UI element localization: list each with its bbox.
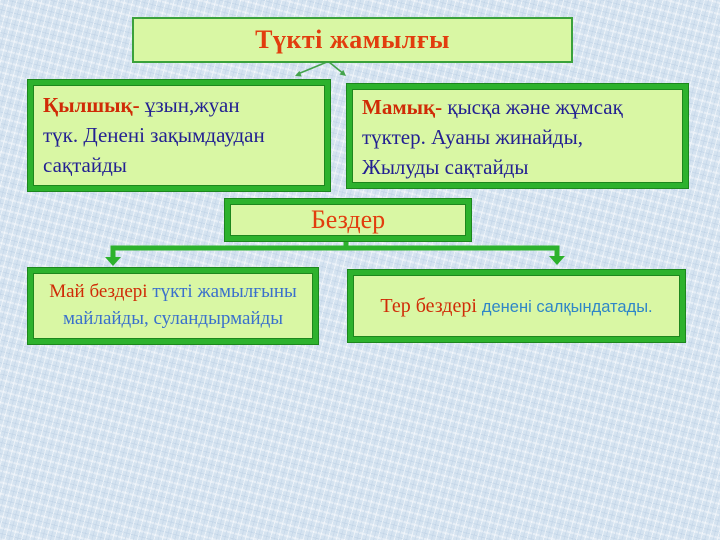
title-split-line-left [298, 61, 328, 75]
glands-connector-elbow [110, 245, 560, 258]
hair-box-mamyq: Мамық- қысқа және жұмсақ түктер. Ауаны ж… [347, 84, 688, 188]
glands-header-box: Бездер [225, 199, 471, 241]
gland-box-may: Май бездері түкті жамылғыны майлайды, су… [28, 268, 318, 344]
slide-title: Түкті жамылғы [255, 25, 450, 54]
title-split-arrow-left-icon [295, 70, 302, 77]
mamyq-term: Мамық- [362, 95, 448, 119]
title-split-arrow-right-icon [339, 69, 346, 76]
ter-text: Тер бездері денені салқындатады. [380, 295, 652, 318]
may-description: түкті жамылғыны майлайды, суландырмайды [62, 281, 297, 329]
may-term: Май бездері [49, 281, 153, 303]
may-text: Май бездері түкті жамылғыны майлайды, су… [41, 279, 305, 332]
mamyq-description: қысқа және жұмсақ түктер. Ауаны жинайды,… [362, 95, 623, 179]
gland-box-ter: Тер бездері денені салқындатады. [348, 270, 685, 342]
qylshyq-term: Қылшық- [43, 93, 145, 117]
glands-arrow-left-icon [105, 257, 121, 266]
ter-term: Тер бездері [380, 294, 482, 317]
hair-box-qylshyq: Қылшық- ұзын,жуан түк. Денені зақымдауда… [28, 80, 330, 191]
ter-description: денені салқындатады. [481, 297, 653, 316]
title-box: Түкті жамылғы [132, 17, 573, 63]
qylshyq-description: ұзын,жуан түк. Денені зақымдаудан сақтай… [43, 93, 265, 177]
glands-header-label: Бездер [310, 205, 386, 234]
glands-arrow-right-icon [549, 256, 565, 265]
title-split-line-right [328, 61, 343, 74]
